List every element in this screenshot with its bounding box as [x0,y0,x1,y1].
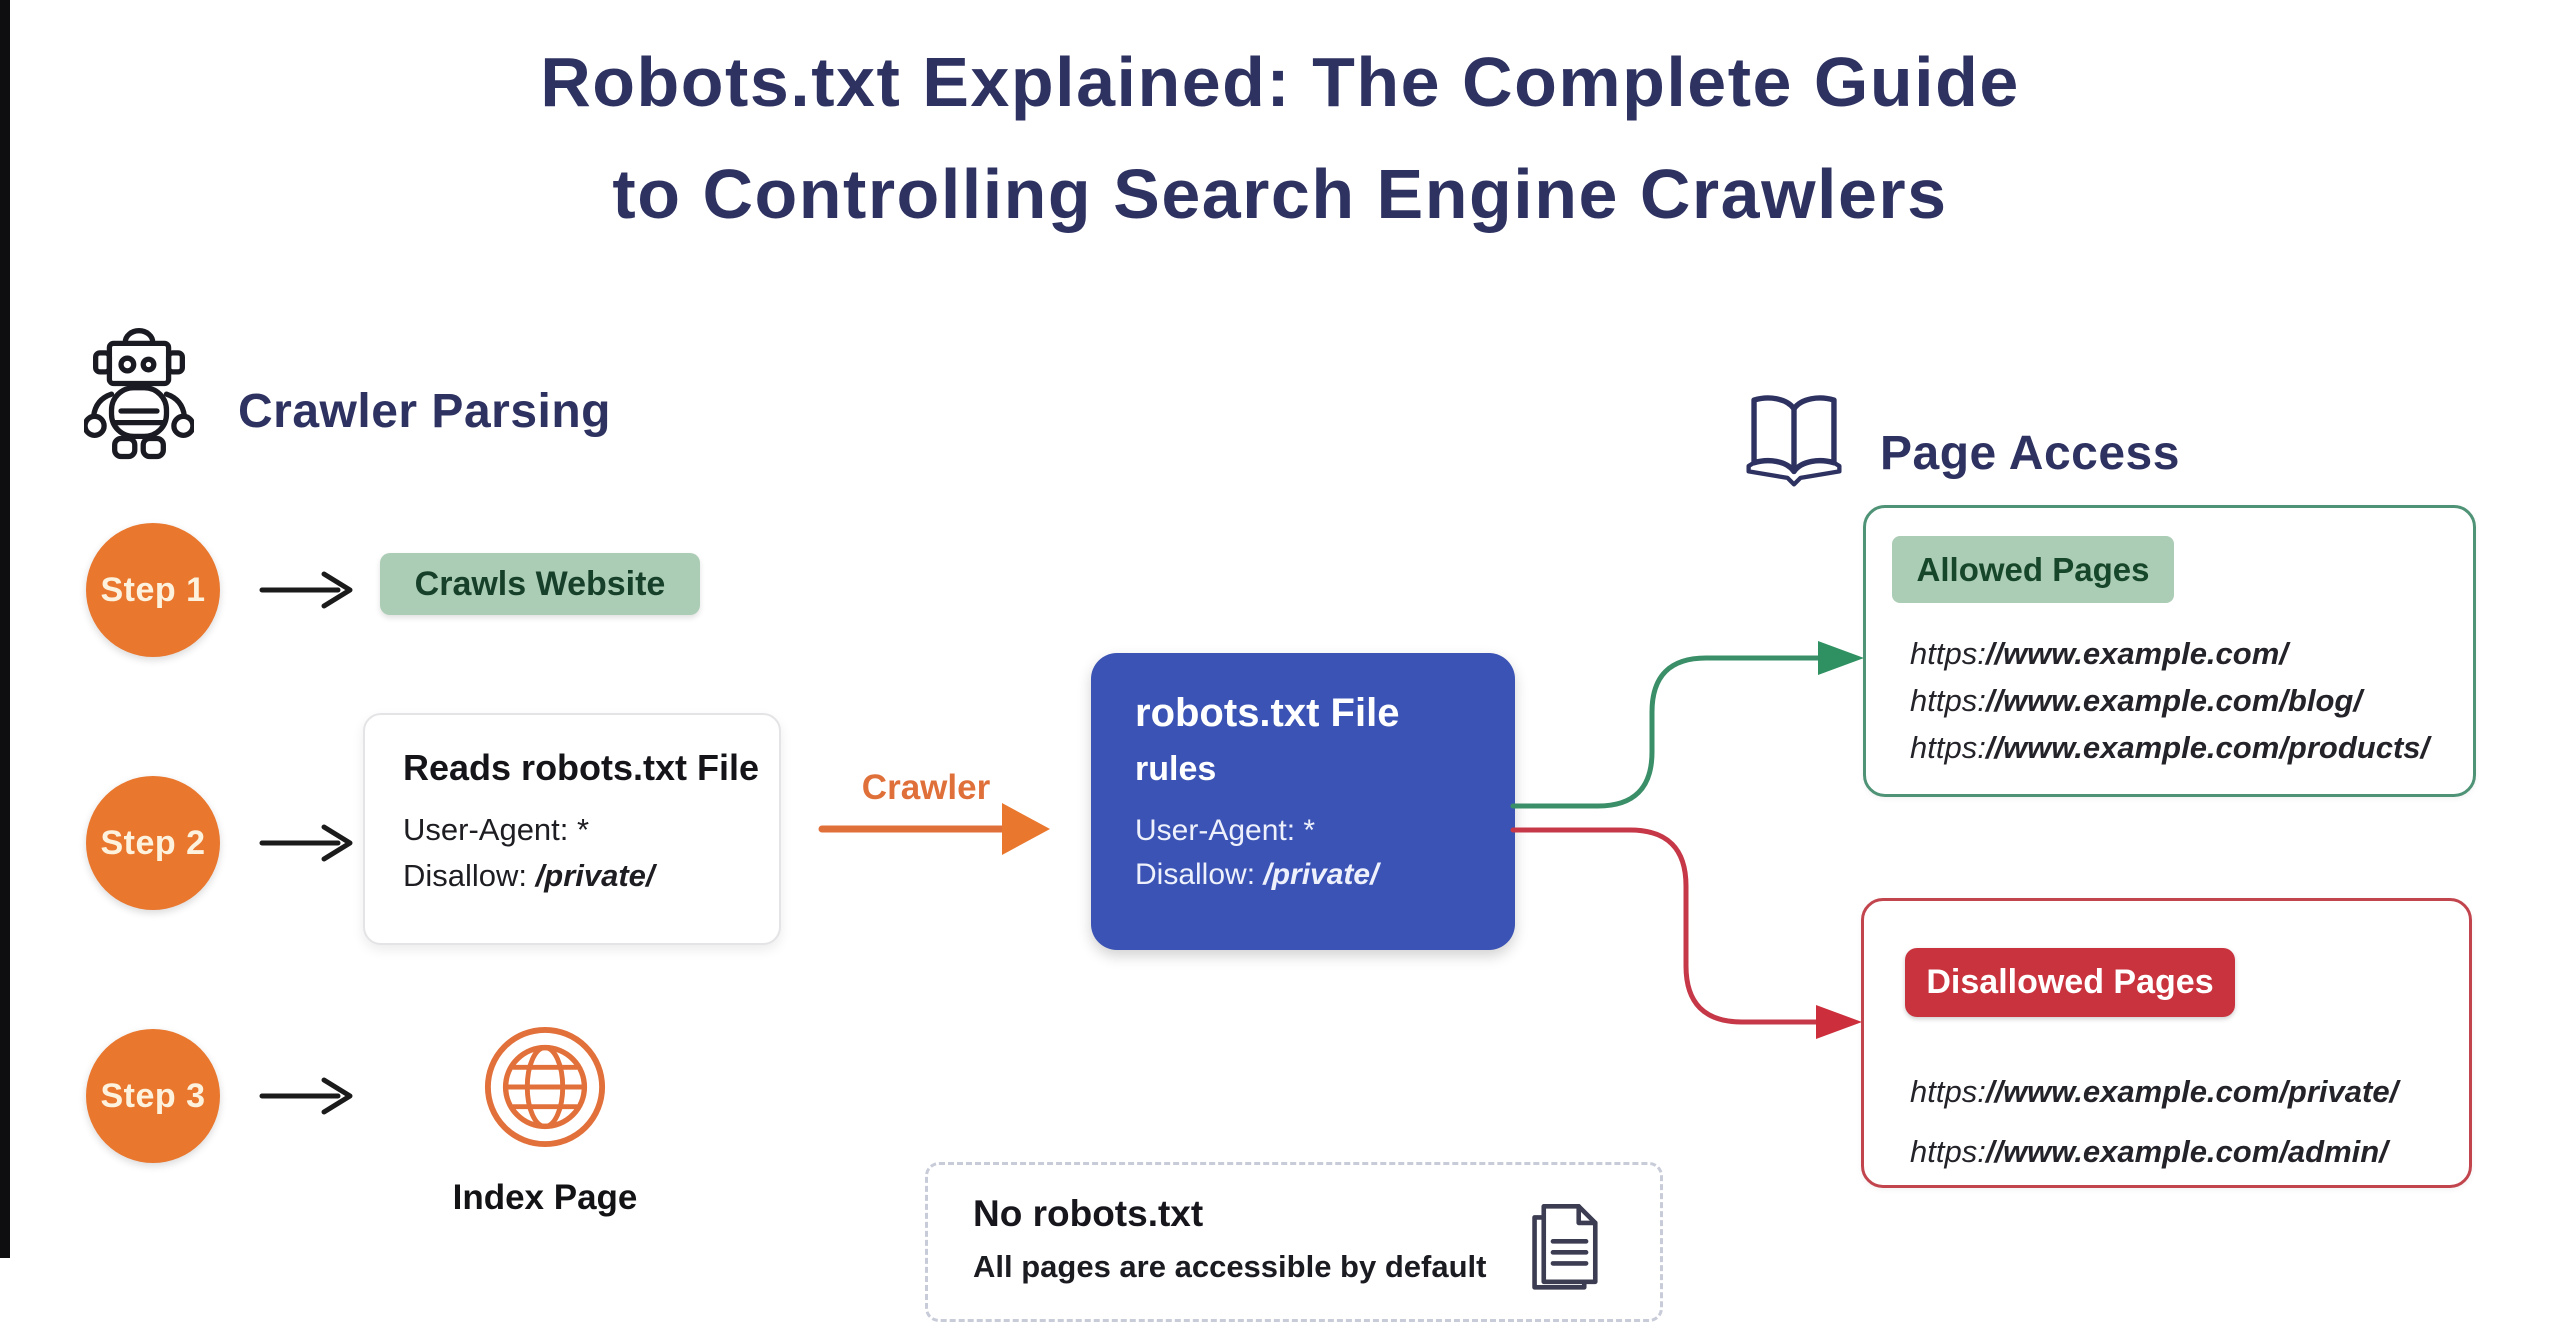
allowed-url-2-path: //www.example.com/blog/ [1985,683,2362,718]
allowed-url-1-path: //www.example.com/ [1985,636,2288,671]
file-box-subtitle: rules [1135,750,1217,788]
reads-box-rule-1: User-Agent: * [403,812,590,847]
allowed-pages-badge: Allowed Pages [1892,536,2174,603]
allowed-connector-arrow-icon [1510,641,1864,809]
disallowed-url-2: https://www.example.com/admin/ [1910,1122,2398,1182]
crawler-arrow-label: Crawler [861,768,991,807]
robots-txt-file-box: robots.txt File rules User-Agent: * Disa… [1091,653,1515,950]
disallowed-url-1-scheme: https: [1910,1074,1986,1109]
crawler-parsing-heading: Crawler Parsing [238,385,611,438]
reads-box-rule-2-value: /private/ [535,858,655,893]
step-2-arrow-icon [259,824,353,862]
reads-box-rule-2: Disallow: /private/ [403,853,779,899]
page-access-heading: Page Access [1880,427,2180,480]
crawls-website-box: Crawls Website [380,553,700,615]
no-robots-txt-box: No robots.txt All pages are accessible b… [925,1162,1663,1322]
disallowed-url-2-scheme: https: [1910,1134,1986,1169]
file-box-rules: User-Agent: * Disallow: /private/ [1135,809,1515,897]
allowed-url-3-path: //www.example.com/products/ [1985,730,2430,765]
step-3-arrow-icon [259,1077,353,1115]
file-box-rule-2-value: /private/ [1263,858,1379,891]
allowed-url-list: https://www.example.com/ https://www.exa… [1910,630,2429,771]
reads-box-rule-2-prefix: Disallow: [403,858,536,893]
step-1-circle: Step 1 [86,523,220,657]
disallowed-pages-badge: Disallowed Pages [1905,948,2235,1017]
open-book-icon [1746,395,1842,487]
allowed-url-1-scheme: https: [1910,636,1986,671]
page-title: Robots.txt Explained: The Complete Guide… [0,26,2560,250]
disallowed-url-1: https://www.example.com/private/ [1910,1062,2398,1122]
step-2-circle: Step 2 [86,776,220,910]
documents-icon [1532,1204,1598,1290]
file-box-rule-2: Disallow: /private/ [1135,853,1515,897]
disallowed-url-2-path: //www.example.com/admin/ [1985,1134,2388,1169]
file-box-title: robots.txt File [1135,691,1400,735]
allowed-url-3-scheme: https: [1910,730,1986,765]
crawler-arrow-icon [818,803,1050,855]
allowed-url-1: https://www.example.com/ [1910,630,2429,677]
file-box-rule-1: User-Agent: * [1135,814,1316,847]
reads-robots-txt-box: Reads robots.txt File User-Agent: * Disa… [363,713,781,945]
step-2-label: Step 2 [100,823,206,862]
disallowed-pages-badge-label: Disallowed Pages [1926,963,2214,1001]
allowed-pages-badge-label: Allowed Pages [1916,550,2150,588]
no-robots-title: No robots.txt [973,1193,1204,1234]
disallowed-connector-arrow-icon [1510,827,1862,1039]
no-robots-subtitle: All pages are accessible by default [973,1249,1487,1284]
disallowed-pages-box [1861,898,2472,1188]
reads-box-rules: User-Agent: * Disallow: /private/ [403,807,779,899]
title-line-2: to Controlling Search Engine Crawlers [612,155,1948,233]
step-3-circle: Step 3 [86,1029,220,1163]
index-page-caption: Index Page [452,1178,638,1217]
crawls-website-label: Crawls Website [414,564,666,603]
screen-edge-strip [0,0,10,1258]
step-1-label: Step 1 [100,570,206,609]
allowed-url-2-scheme: https: [1910,683,1986,718]
step-3-label: Step 3 [100,1076,206,1115]
disallowed-url-list: https://www.example.com/private/ https:/… [1910,1062,2398,1182]
title-line-1: Robots.txt Explained: The Complete Guide [540,43,2020,121]
disallowed-url-1-path: //www.example.com/private/ [1985,1074,2399,1109]
reads-box-title: Reads robots.txt File [403,747,760,788]
file-box-rule-2-prefix: Disallow: [1135,858,1264,891]
step-1-arrow-icon [259,571,353,609]
robot-icon [84,328,194,460]
allowed-url-2: https://www.example.com/blog/ [1910,677,2429,724]
globe-icon [484,1026,606,1148]
allowed-url-3: https://www.example.com/products/ [1910,724,2429,771]
